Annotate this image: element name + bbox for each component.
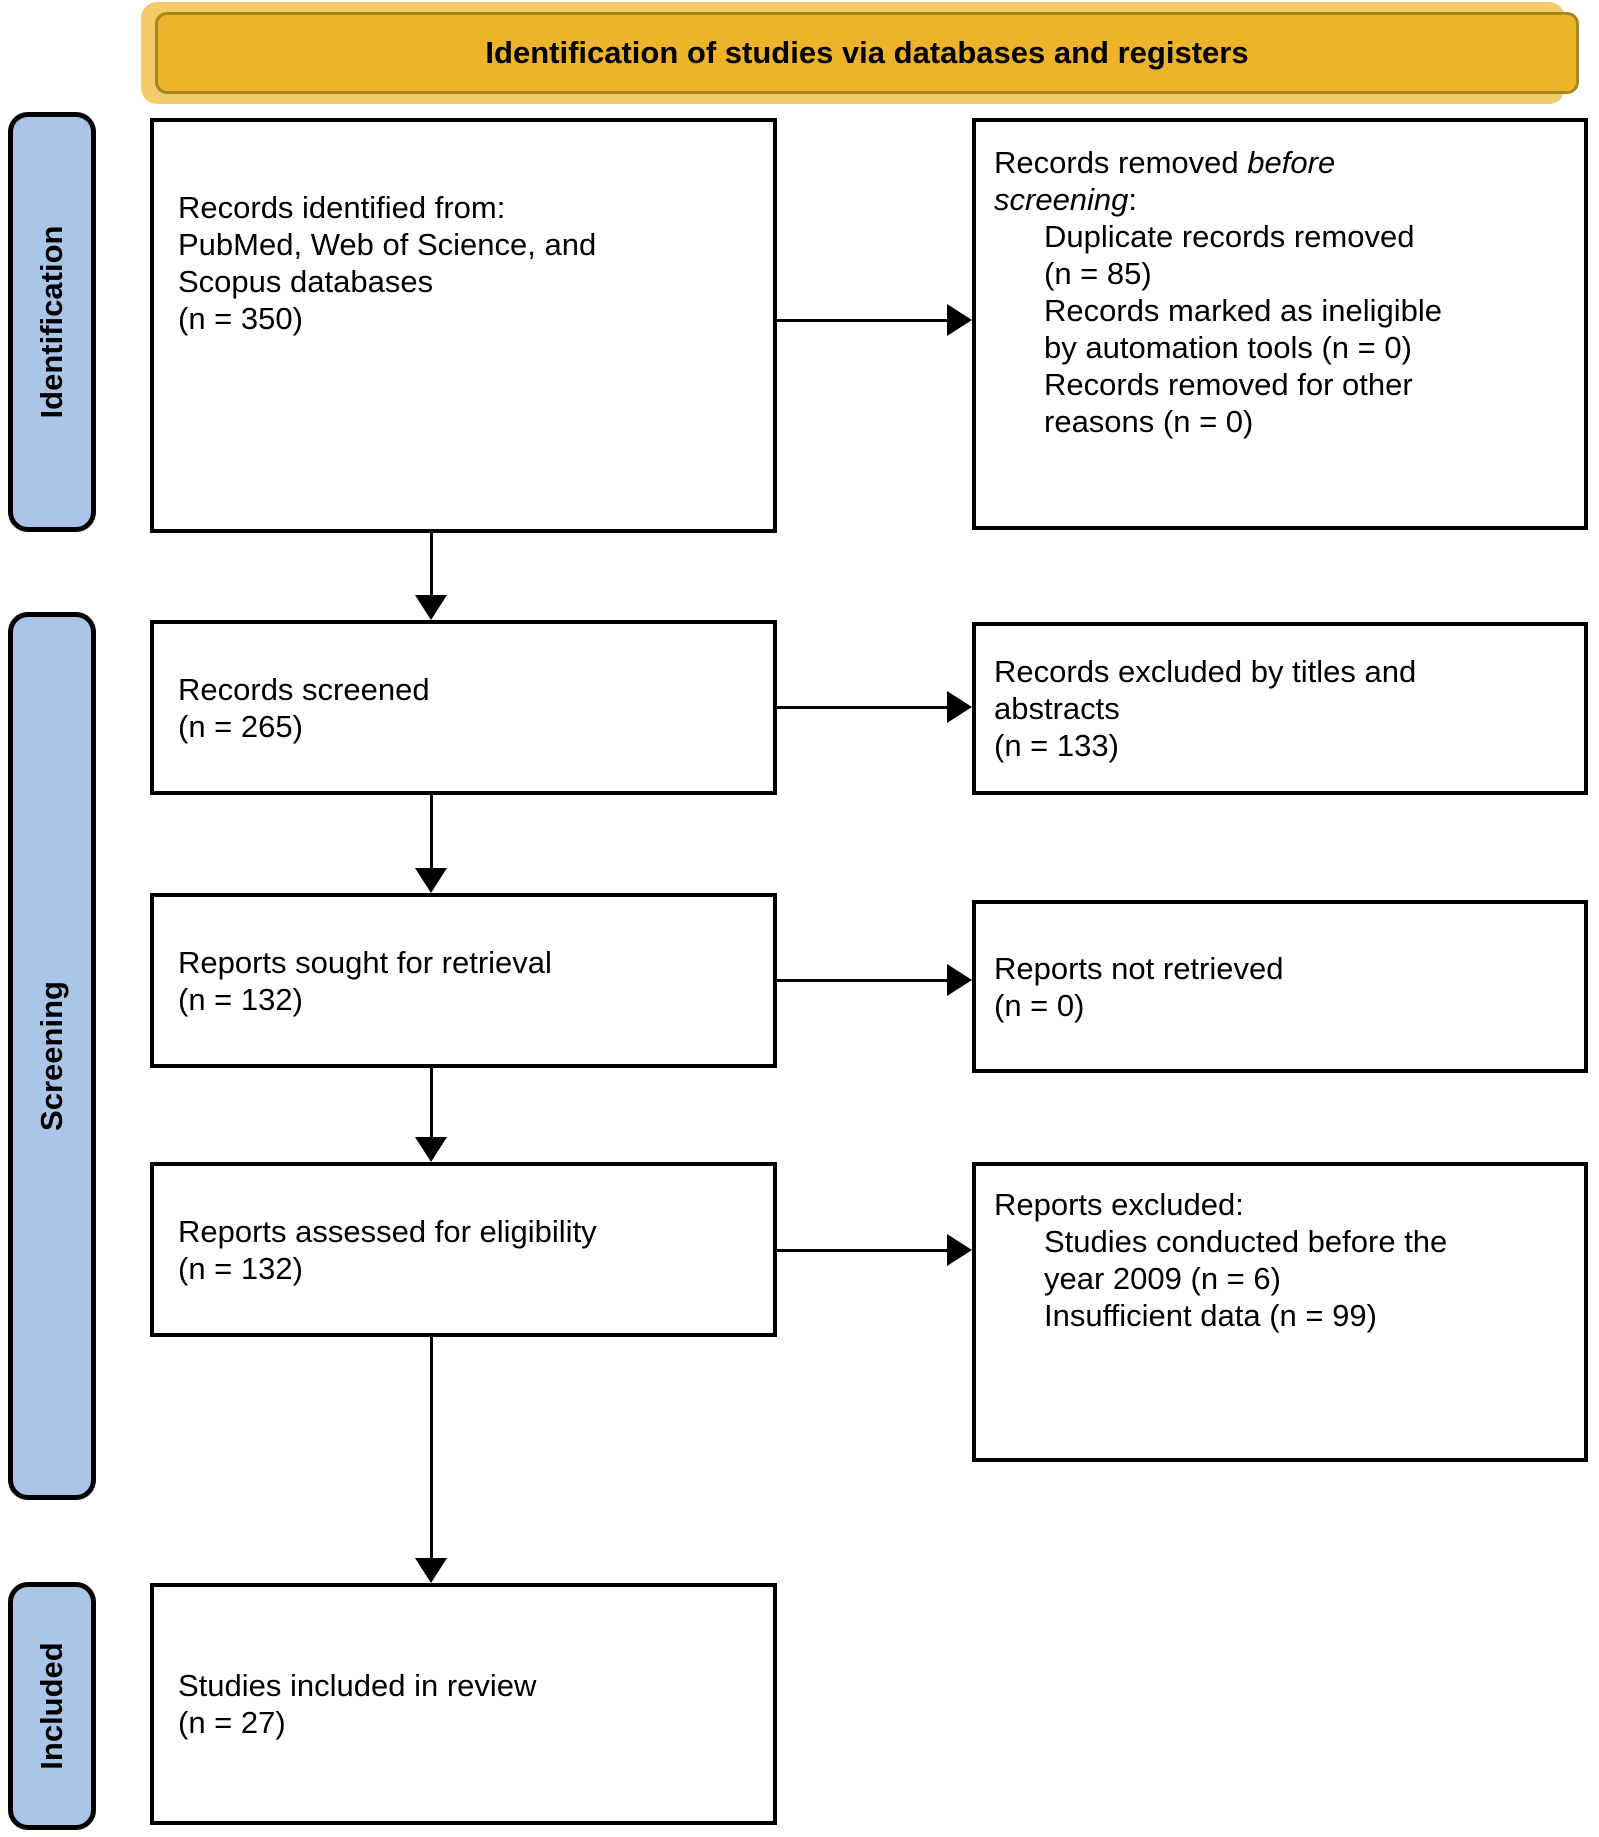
arrow-shaft: [429, 795, 433, 868]
box-studies-included: Studies included in review (n = 27): [150, 1583, 777, 1825]
box-text-line: Duplicate records removed: [1044, 219, 1415, 254]
arrow-shaft: [777, 705, 947, 709]
box-text-line: Records removed before: [994, 145, 1336, 180]
box-reports-sought: Reports sought for retrieval (n = 132): [150, 893, 777, 1068]
box-reports-assessed: Reports assessed for eligibility (n = 13…: [150, 1162, 777, 1337]
box-text-line: Records identified from:: [178, 189, 506, 225]
box-text-line: Records removed for other: [1044, 367, 1413, 402]
box-text-line: PubMed, Web of Science, and: [178, 226, 597, 262]
arrow-sought-to-not-retrieved: [777, 964, 972, 996]
stage-screening-label: Screening: [34, 981, 69, 1131]
arrow-right-head-icon: [947, 691, 972, 723]
arrow-screened-to-excluded: [777, 691, 972, 723]
box-text-line: abstracts: [994, 691, 1120, 726]
box-text-line: (n = 132): [178, 1250, 303, 1286]
box-reports-excluded: Reports excluded: Studies conducted befo…: [972, 1162, 1588, 1462]
diagram-title: Identification of studies via databases …: [485, 35, 1249, 70]
box-text-line: Records marked as ineligible: [1044, 293, 1443, 328]
box-text-line: (n = 265): [178, 708, 303, 744]
arrow-assessed-to-included: [415, 1337, 447, 1583]
box-text-line: Records screened: [178, 671, 430, 707]
box-text-line: reasons (n = 0): [1044, 404, 1254, 439]
box-records-identified: Records identified from: PubMed, Web of …: [150, 118, 777, 533]
box-text-line: screening:: [994, 182, 1138, 217]
arrow-shaft: [777, 978, 947, 982]
box-text-line: Reports not retrieved: [994, 950, 1284, 986]
box-text-line: Studies conducted before the: [1044, 1224, 1448, 1259]
stage-included: Included: [8, 1582, 96, 1830]
box-text-line: Records excluded by titles and: [994, 654, 1417, 689]
arrow-down-head-icon: [415, 595, 447, 620]
stage-included-label: Included: [34, 1642, 69, 1770]
stage-screening: Screening: [8, 612, 96, 1500]
arrow-identified-to-screened: [415, 533, 447, 620]
arrow-shaft: [777, 1248, 947, 1252]
stage-identification: Identification: [8, 112, 96, 532]
box-records-screened: Records screened (n = 265): [150, 620, 777, 795]
arrow-down-head-icon: [415, 1558, 447, 1583]
box-text-line: (n = 350): [178, 300, 303, 336]
box-text-line: Reports excluded:: [994, 1187, 1244, 1222]
stage-identification-label: Identification: [34, 225, 69, 419]
arrow-identified-to-removed: [777, 304, 972, 336]
arrow-right-head-icon: [947, 1234, 972, 1266]
box-text-line: (n = 85): [1044, 256, 1152, 291]
box-text-line: Reports sought for retrieval: [178, 944, 552, 980]
arrow-shaft: [429, 533, 433, 595]
arrow-down-head-icon: [415, 868, 447, 893]
box-text-line: by automation tools (n = 0): [1044, 330, 1412, 365]
box-records-excluded: Records excluded by titles and abstracts…: [972, 622, 1588, 795]
box-text-line: Insufficient data (n = 99): [1044, 1298, 1377, 1333]
box-text-line: (n = 0): [994, 987, 1085, 1023]
arrow-right-head-icon: [947, 964, 972, 996]
arrow-shaft: [429, 1337, 433, 1558]
box-records-removed-before-screening: Records removed before screening: Duplic…: [972, 118, 1588, 530]
arrow-shaft: [777, 318, 947, 322]
box-reports-not-retrieved: Reports not retrieved (n = 0): [972, 900, 1588, 1073]
box-text-line: Scopus databases: [178, 263, 434, 299]
box-text-line: Reports assessed for eligibility: [178, 1213, 597, 1249]
arrow-shaft: [429, 1068, 433, 1137]
box-text-line: (n = 133): [994, 728, 1119, 763]
arrow-assessed-to-reports-excluded: [777, 1234, 972, 1266]
box-text-line: (n = 27): [178, 1705, 286, 1740]
arrow-sought-to-assessed: [415, 1068, 447, 1162]
arrow-down-head-icon: [415, 1137, 447, 1162]
box-text-line: (n = 132): [178, 981, 303, 1017]
arrow-screened-to-sought: [415, 795, 447, 893]
arrow-right-head-icon: [947, 304, 972, 336]
box-text-line: Studies included in review: [178, 1668, 537, 1703]
diagram-title-banner: Identification of studies via databases …: [155, 12, 1579, 94]
box-text-line: year 2009 (n = 6): [1044, 1261, 1281, 1296]
